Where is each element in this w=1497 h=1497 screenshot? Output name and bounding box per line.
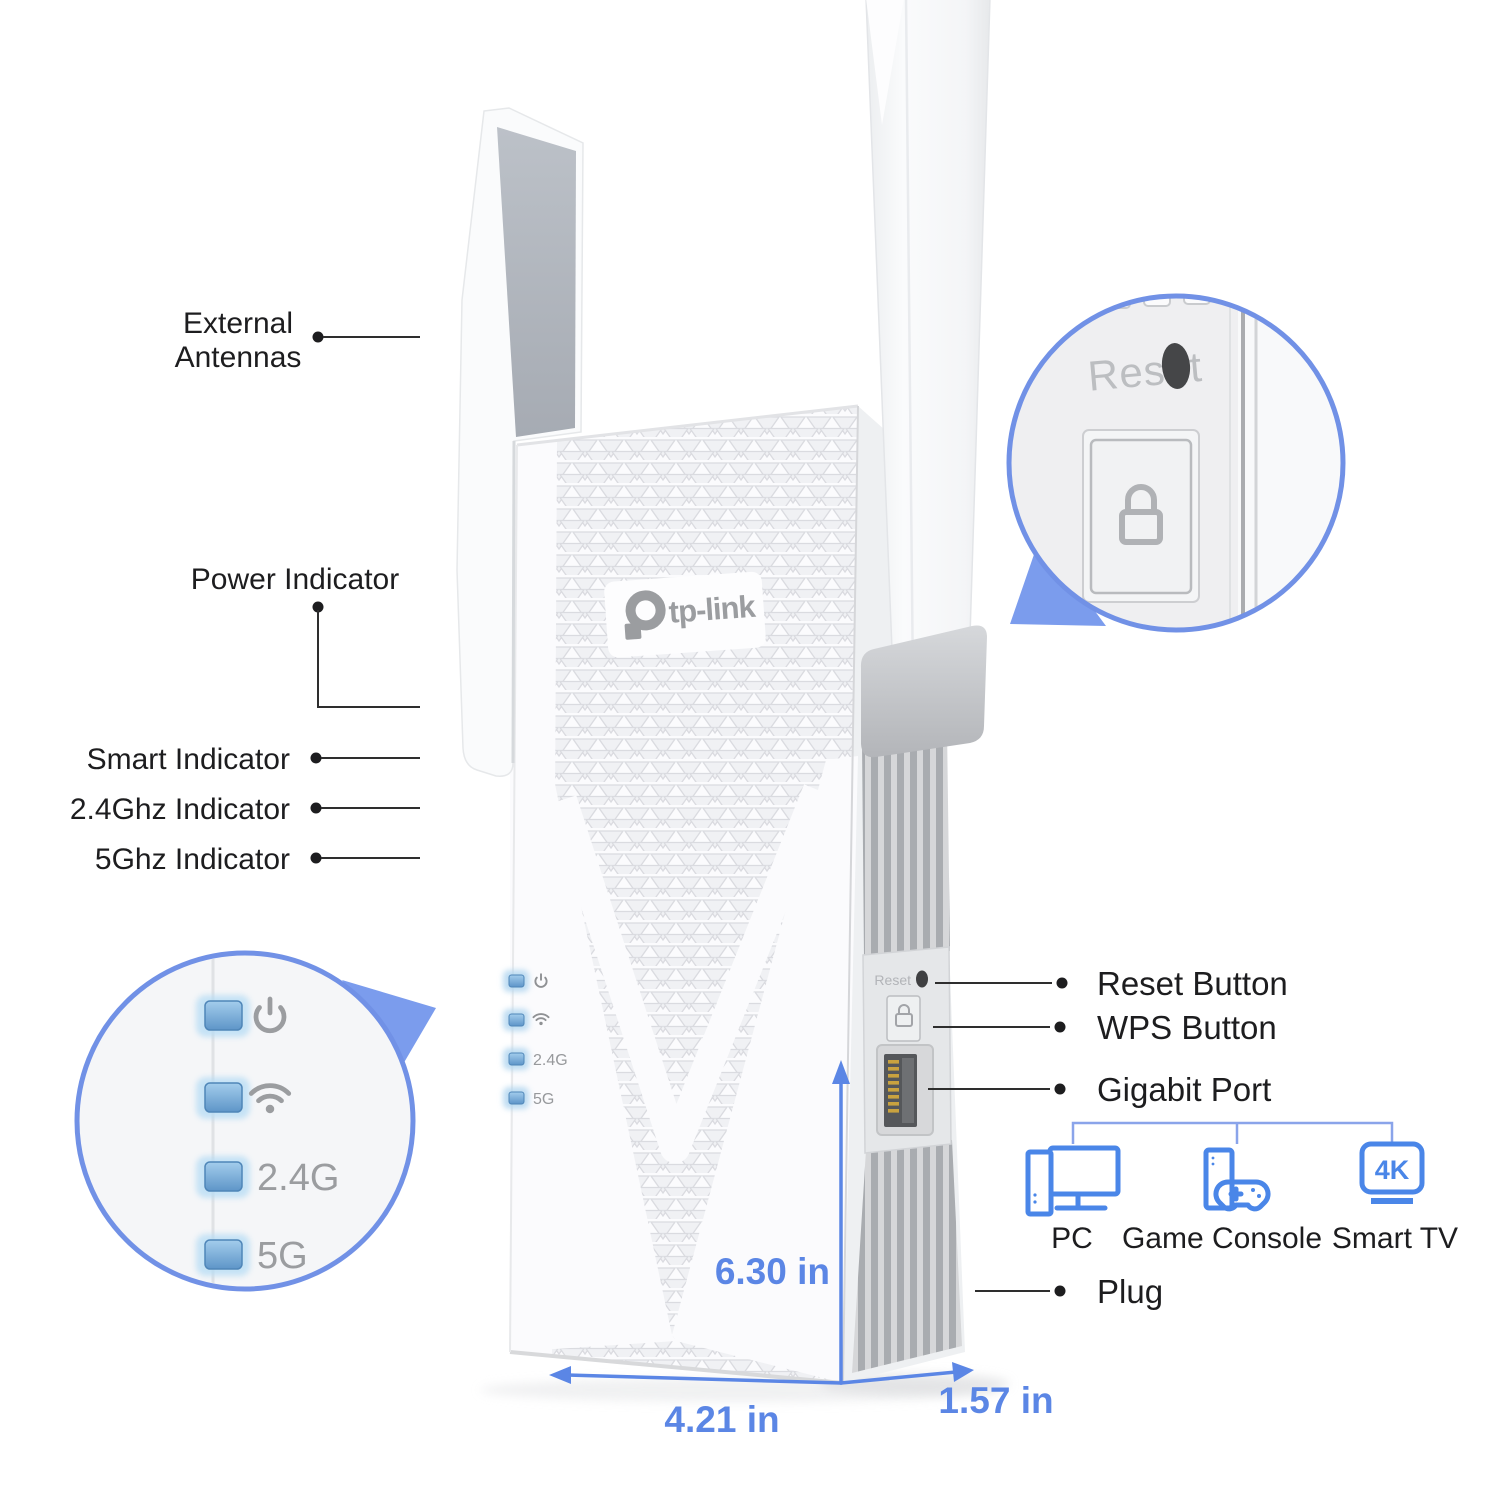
tp-link-logo-icon [624, 590, 666, 640]
brand-logo: tp-link [604, 571, 766, 658]
gigabit-devices-group: PC Game Console 4K Smart TV [1025, 1121, 1458, 1255]
pc-label: PC [1051, 1222, 1093, 1255]
tv-4k-badge: 4K [1375, 1155, 1410, 1185]
zoom-power-led [196, 995, 284, 1037]
front-v-groove [547, 784, 832, 1163]
width-arrowhead [549, 1366, 571, 1384]
depth-dimension: 1.57 in [938, 1380, 1053, 1421]
wifi-led [503, 1009, 550, 1031]
external-antennas-label-line2: Antennas [175, 341, 302, 374]
smart-tv-icon: 4K [1359, 1141, 1425, 1204]
pc-icon [1025, 1145, 1121, 1217]
device-shadow [480, 1373, 1010, 1402]
lock-icon [895, 1004, 913, 1027]
smart-indicator-label: Smart Indicator [87, 743, 290, 776]
width-dimension: 4.21 in [664, 1399, 779, 1440]
callout-reset-button: Reset Button [935, 965, 1288, 1002]
left-antenna-panel [497, 127, 576, 437]
power-led [503, 970, 548, 992]
smart-tv-label: Smart TV [1332, 1222, 1458, 1255]
zoom-24g-led: 2.4G [196, 1156, 339, 1199]
lock-icon [1119, 484, 1163, 545]
callout-smart-indicator: Smart Indicator [87, 743, 420, 776]
device-front-face: tp-link 2.4G [503, 404, 859, 1385]
led-5g-label: 5G [533, 1091, 554, 1108]
game-console-icon [1203, 1147, 1271, 1212]
zoom-24g-label: 2.4G [257, 1157, 339, 1199]
callout-gigabit-port: Gigabit Port [928, 1071, 1271, 1108]
depth-arrowhead [952, 1362, 974, 1382]
reset-pinhole [916, 970, 928, 988]
side-wps-button [886, 995, 921, 1042]
wps-button-label: WPS Button [1097, 1009, 1277, 1046]
front-led-panel: 2.4G 5G [503, 970, 568, 1109]
antenna-hinge [860, 625, 987, 758]
led-2-4g: 2.4G [503, 1048, 568, 1070]
24ghz-indicator-label: 2.4Ghz Indicator [70, 793, 290, 826]
game-console-label: Game Console [1122, 1222, 1322, 1255]
callout-external-antennas: External Antennas [175, 307, 420, 374]
reset-button-label: Reset Button [1097, 965, 1288, 1002]
external-antennas-label-line1: External [183, 307, 293, 340]
devices-bracket [1071, 1121, 1394, 1144]
dimension-annotations: 6.30 in 4.21 in 1.57 in [549, 1060, 1054, 1440]
zoom-wifi-led [196, 1077, 289, 1119]
callout-power-indicator: Power Indicator [191, 563, 420, 708]
led-5g: 5G [503, 1087, 554, 1109]
side-reset: Reset [874, 970, 928, 988]
callout-24ghz-indicator: 2.4Ghz Indicator [70, 793, 420, 826]
side-ethernet-port [876, 1044, 934, 1136]
side-vent-lower [852, 1140, 962, 1373]
brand-logo-text: tp-link [668, 589, 758, 630]
left-antenna [456, 107, 584, 777]
led-2-4g-label: 2.4G [533, 1052, 568, 1069]
zoom-reset-pinhole [1161, 343, 1191, 389]
zoom-5g-led: 5G [196, 1234, 308, 1277]
power-indicator-label: Power Indicator [191, 563, 399, 596]
range-extender-device: Reset [456, 0, 991, 1385]
5ghz-indicator-label: 5Ghz Indicator [95, 843, 290, 876]
ethernet-pins [888, 1060, 899, 1113]
plug-label: Plug [1097, 1273, 1163, 1310]
led-zoom-circle: 2.4G 5G [74, 950, 436, 1292]
callout-wps-button: WPS Button [933, 1009, 1277, 1046]
height-arrowhead [832, 1060, 850, 1084]
side-reset-label: Reset [874, 972, 911, 988]
callout-plug: Plug [975, 1273, 1163, 1310]
side-vent-upper [862, 727, 950, 959]
callout-5ghz-indicator: 5Ghz Indicator [95, 843, 420, 876]
height-dimension: 6.30 in [715, 1251, 830, 1292]
side-zoom-circle: Reset [1006, 293, 1346, 633]
gigabit-port-label: Gigabit Port [1097, 1071, 1271, 1108]
zoom-5g-label: 5G [257, 1235, 308, 1277]
zoom-wps-button [1089, 438, 1193, 595]
